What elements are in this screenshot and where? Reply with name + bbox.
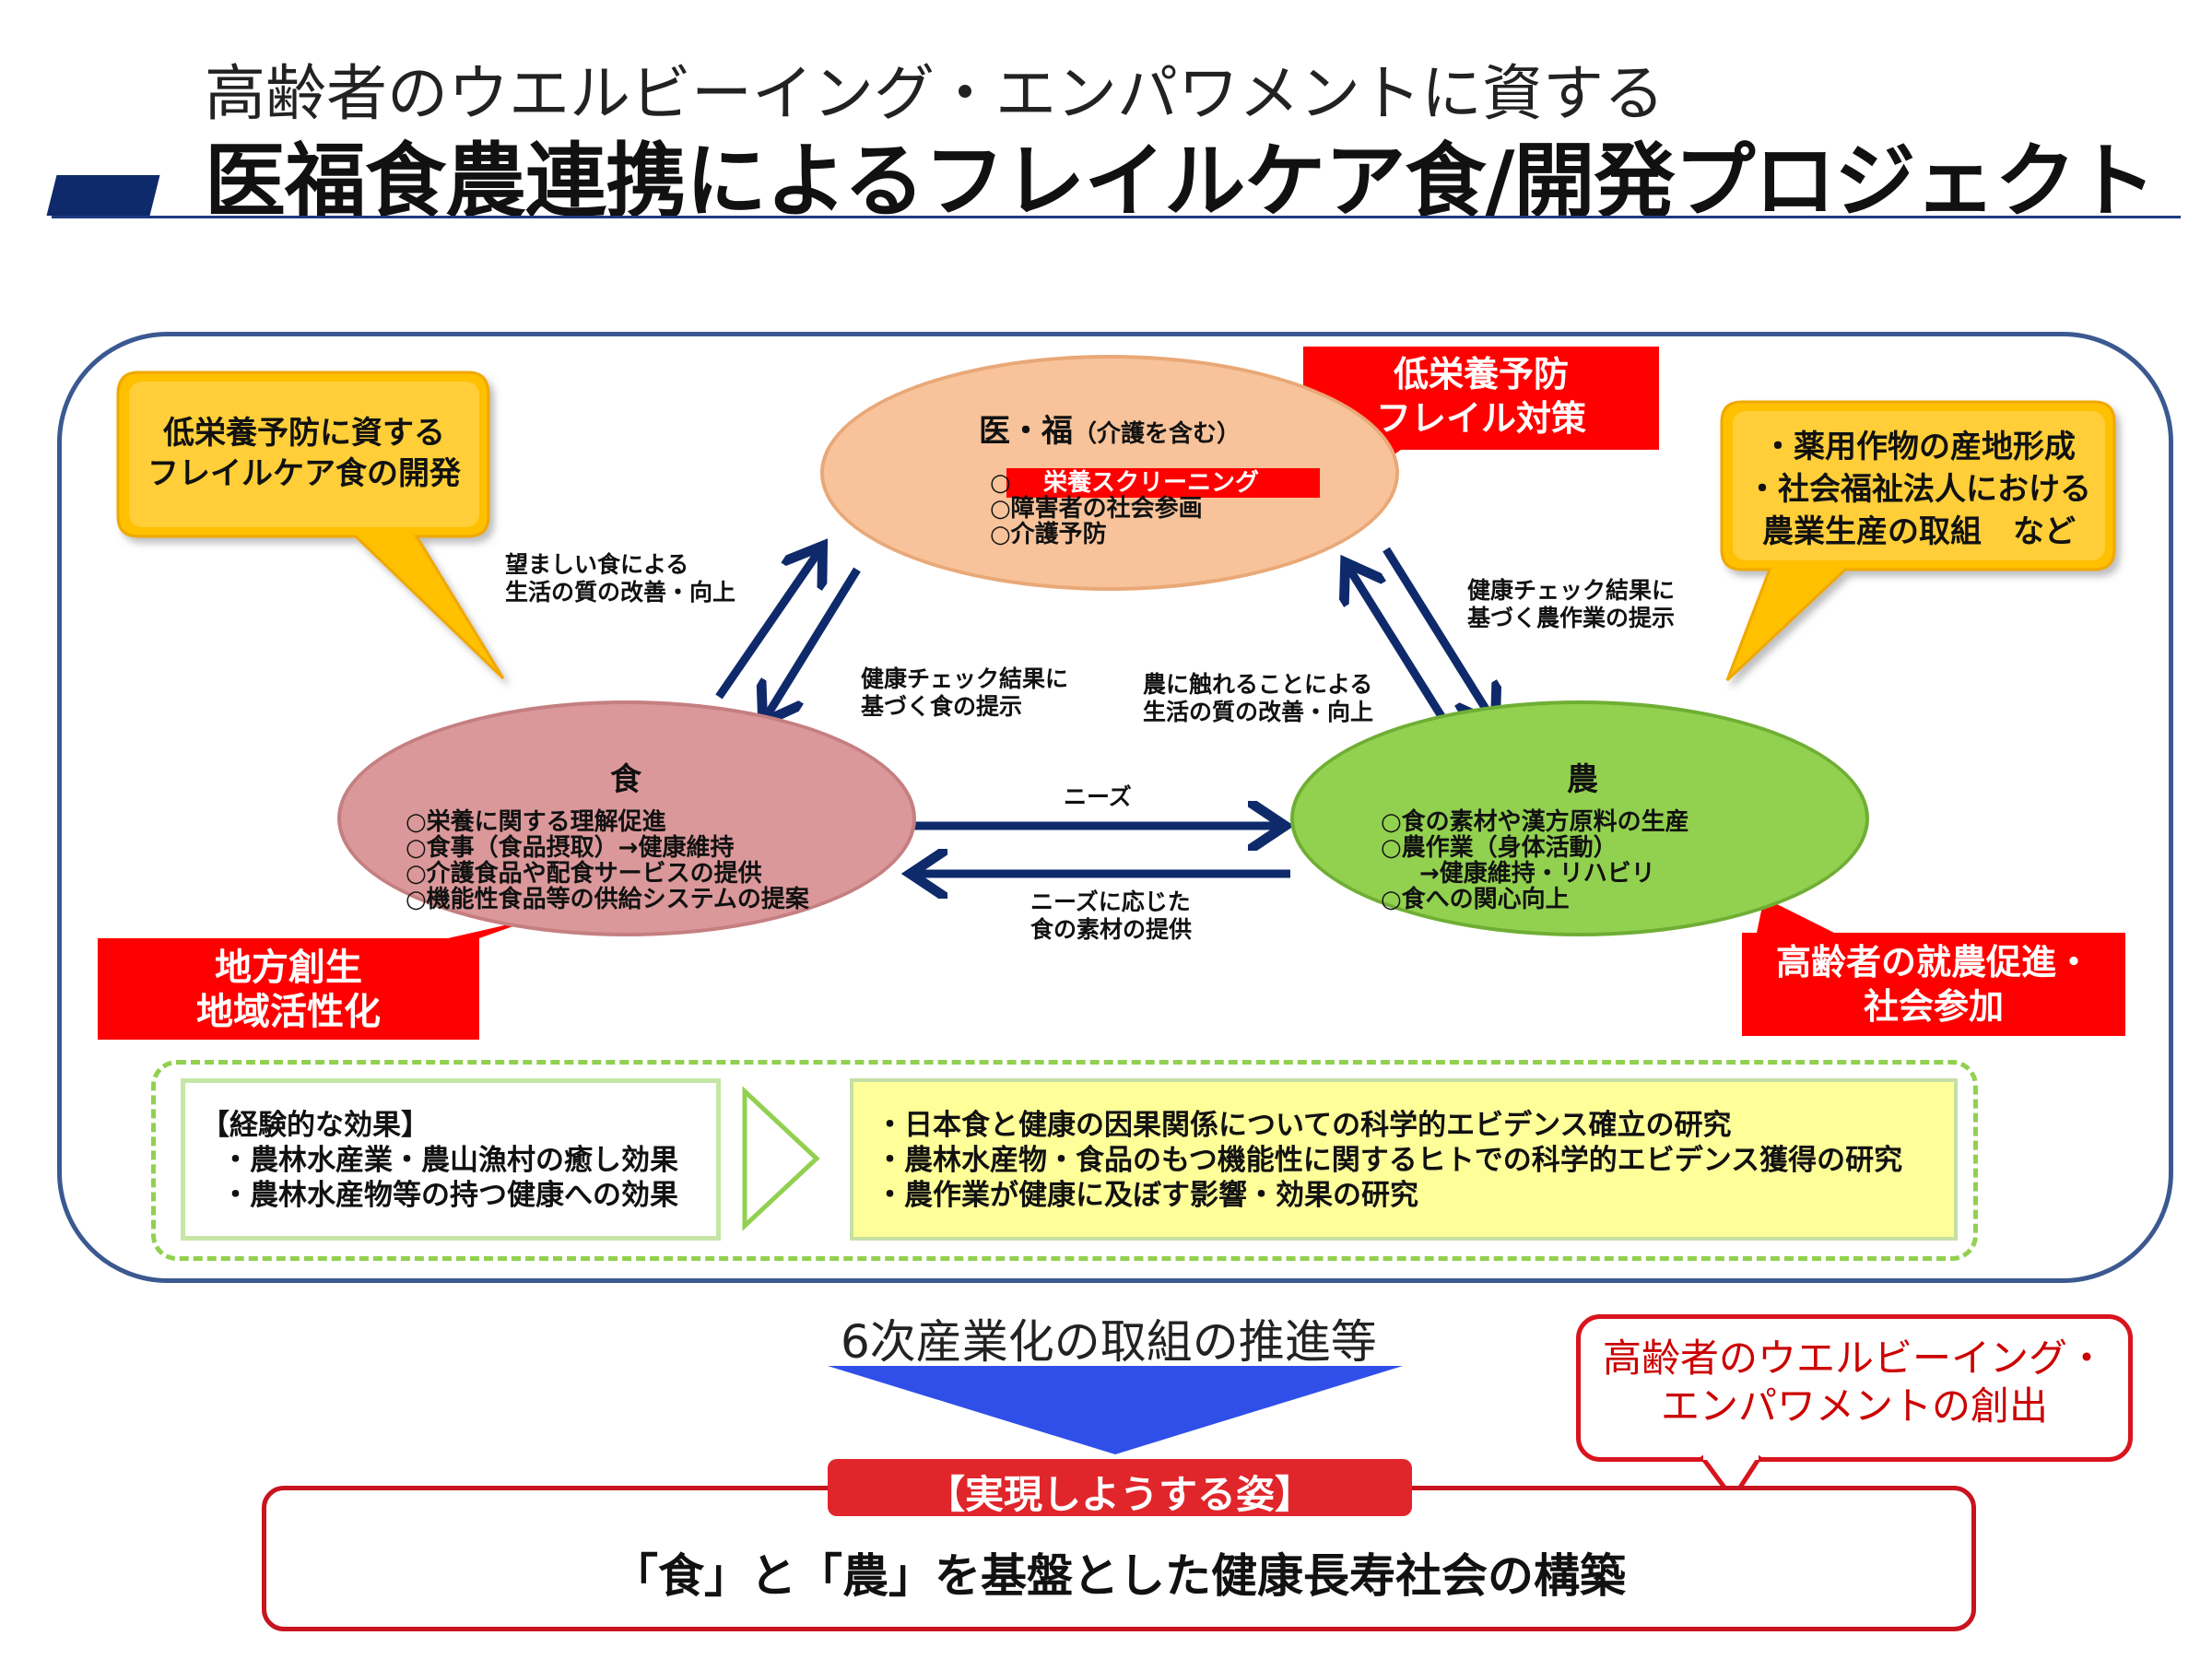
callout-malnutrition-text: 低栄養予防 フレイル対策 — [1375, 354, 1586, 439]
wellbeing-callout-box — [1576, 1314, 2133, 1462]
page-subtitle: 高齢者のウエルビーイング・エンパワメントに資する — [205, 58, 1665, 129]
food-title: 食 — [610, 761, 641, 798]
effects-item-1: ・農林水産業・農山漁村の癒し効果 — [221, 1144, 678, 1177]
goal-tag — [828, 1459, 1412, 1516]
screening-label: 栄養スクリーニング — [1043, 469, 1260, 497]
label-supply: ニーズに応じた 食の素材の提供 — [1030, 888, 1193, 943]
callout-elderly-text: 高齢者の就農促進・ 社会参加 — [1775, 942, 2091, 1027]
medical-item-3: ○介護予防 — [990, 521, 1107, 548]
label-food-to-med: 望ましい食による 生活の質の改善・向上 — [505, 551, 736, 606]
agriculture-title: 農 — [1567, 761, 1598, 798]
agriculture-item-4: ○食への関心向上 — [1381, 886, 1570, 913]
agriculture-item-2: ○農作業（身体活動） — [1381, 834, 1618, 862]
arrow-agri-to-med — [1347, 566, 1453, 731]
label-med-to-agri: 健康チェック結果に 基づく農作業の提示 — [1467, 577, 1676, 631]
chevron-arrow-icon — [742, 1086, 820, 1231]
food-item-1: ○栄養に関する理解促進 — [406, 808, 666, 836]
goal-tag-text: 【実現しようする姿】 — [925, 1472, 1313, 1517]
label-needs: ニーズ — [1064, 783, 1132, 810]
medical-item-2: ○障害者の社会参画 — [990, 495, 1203, 523]
food-item-2: ○食事（食品摂取）→健康維持 — [406, 834, 735, 862]
research-box — [850, 1078, 1958, 1241]
label-agri-to-med: 農に触れることによる 生活の質の改善・向上 — [1143, 671, 1374, 725]
title-underline — [52, 216, 2181, 218]
arrow-med-to-agri — [1382, 547, 1493, 721]
food-item-4: ○機能性食品等の供給システムの提案 — [406, 886, 809, 913]
effects-item-2: ・農林水産物等の持つ健康への効果 — [221, 1179, 678, 1212]
research-item-2: ・農林水産物・食品のもつ機能性に関するヒトでの科学的エビデンス獲得の研究 — [876, 1144, 1903, 1177]
label-med-to-food: 健康チェック結果に 基づく食の提示 — [861, 665, 1069, 720]
callout-medicinal-text: ・薬用作物の産地形成 ・社会福祉法人における 農業生産の取組 など — [1747, 429, 2091, 550]
agriculture-item-3: →健康維持・リハビリ — [1419, 860, 1655, 888]
down-triangle-arrow — [828, 1366, 1403, 1454]
food-item-3: ○介護食品や配食サービスの提供 — [406, 860, 762, 888]
screening-highlight — [1006, 468, 1320, 498]
page-title: 医福食農連携によるフレイルケア食/開発プロジェクト — [205, 134, 2157, 229]
callout-malnutrition-bubble — [1303, 347, 1659, 498]
effects-heading: 【経験的な効果】 — [201, 1109, 429, 1142]
callout-regional-bubble — [98, 918, 536, 1040]
arrow-food-to-med — [715, 549, 820, 700]
wellbeing-callout-text: 高齢者のウエルビーイング・ エンパワメントの創出 — [1602, 1335, 2106, 1429]
callout-elderly-bubble — [1742, 898, 2125, 1036]
arrow-med-to-food — [765, 567, 861, 719]
ellipse-agriculture — [1290, 700, 1869, 936]
callout-frail-care-text: 低栄養予防に資する フレイルケア食の開発 — [147, 415, 461, 492]
empirical-effects-box — [181, 1078, 721, 1241]
agriculture-item-1: ○食の素材や漢方原料の生産 — [1381, 808, 1689, 836]
research-item-3: ・農作業が健康に及ぼす影響・効果の研究 — [876, 1179, 1418, 1212]
callout-regional-text: 地方創生 地域活性化 — [196, 947, 381, 1033]
medical-title: 医・福（介護を含む） — [979, 413, 1241, 450]
sixth-industry-label: 6次産業化の取組の推進等 — [841, 1315, 1377, 1369]
diagram-frame — [57, 332, 2173, 1283]
ellipse-food — [337, 700, 916, 936]
goal-statement: 「食」と「農」を基盤とした健康長寿社会の構築 — [612, 1549, 1626, 1603]
research-item-1: ・日本食と健康の因果関係についての科学的エビデンス確立の研究 — [876, 1109, 1732, 1142]
effects-research-container — [151, 1060, 1978, 1261]
medical-item-1: ○ — [990, 469, 1011, 497]
